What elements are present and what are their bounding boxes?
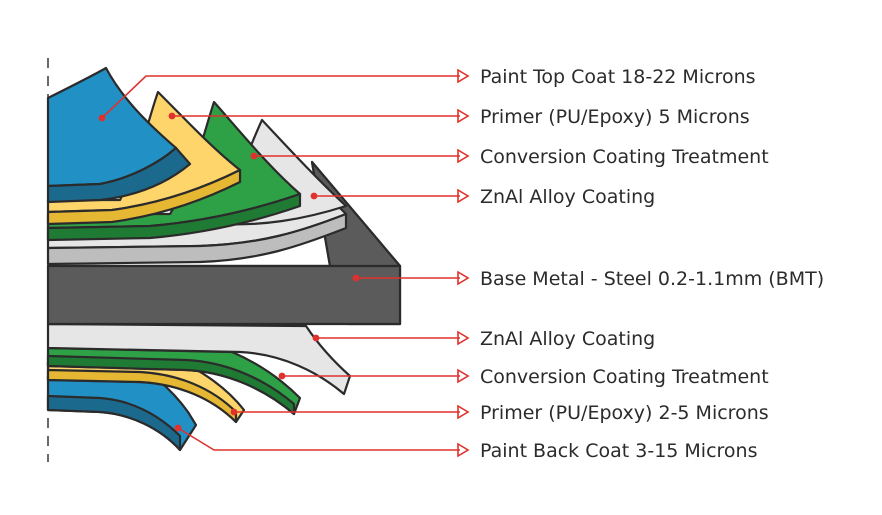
label-top-conversion: Conversion Coating Treatment [480,146,769,168]
label-base-metal: Base Metal - Steel 0.2-1.1mm (BMT) [480,268,824,290]
leader-arrow-bottom-primer [457,404,470,420]
leader-dot-bottom-paint [174,424,182,432]
leader-arrow-bottom-conversion [457,368,470,384]
leader-dot-bottom-primer [230,408,238,416]
label-bottom-primer: Primer (PU/Epoxy) 2-5 Microns [480,402,769,424]
label-bottom-znal: ZnAl Alloy Coating [480,328,655,350]
layer-top-paint-side [46,146,192,204]
leader-dot-base-metal [352,274,360,282]
leader-dot-bottom-conversion [278,372,286,380]
layer-bottom-paint [46,374,198,452]
layer-bottom-primer-side [46,368,238,424]
layer-bottom-primer [46,360,246,424]
label-top-paint: Paint Top Coat 18-22 Microns [480,66,756,88]
layer-top-conversion-side [46,192,302,242]
leader-dot-top-conversion [250,152,258,160]
leader-dot-top-paint [98,114,106,122]
leader-dot-top-znal [310,192,318,200]
layer-bottom-conversion [46,346,302,416]
leader-dot-top-primer [168,112,176,120]
layer-bottom-paint-side [46,394,182,452]
leader-lines [98,68,470,458]
leader-top-paint [101,75,460,119]
layer-top-paint [46,66,192,204]
layer-bottom-conversion-side [46,354,296,416]
layer-bottom-znal-face [46,322,352,396]
layer-labels: Paint Top Coat 18-22 Microns Primer (PU/… [480,66,824,462]
label-top-primer: Primer (PU/Epoxy) 5 Microns [480,106,750,128]
label-bottom-paint: Paint Back Coat 3-15 Microns [480,440,758,462]
layer-bottom-znal [46,322,352,396]
layer-top-primer-side [46,168,242,226]
leader-arrow-top-znal [457,188,470,204]
leader-arrow-bottom-paint [457,442,470,458]
label-top-znal: ZnAl Alloy Coating [480,186,655,208]
leader-arrow-bottom-znal [457,330,470,346]
leader-bottom-paint [177,427,460,451]
label-bottom-conversion: Conversion Coating Treatment [480,366,769,388]
leader-arrow-top-primer [457,108,470,124]
layer-top-znal-side [46,212,348,266]
leader-dot-bottom-znal [312,334,320,342]
leader-arrow-base-metal [457,270,470,286]
base-metal-front [46,264,402,326]
leader-arrow-top-paint [457,68,470,84]
leader-arrow-top-conversion [457,148,470,164]
